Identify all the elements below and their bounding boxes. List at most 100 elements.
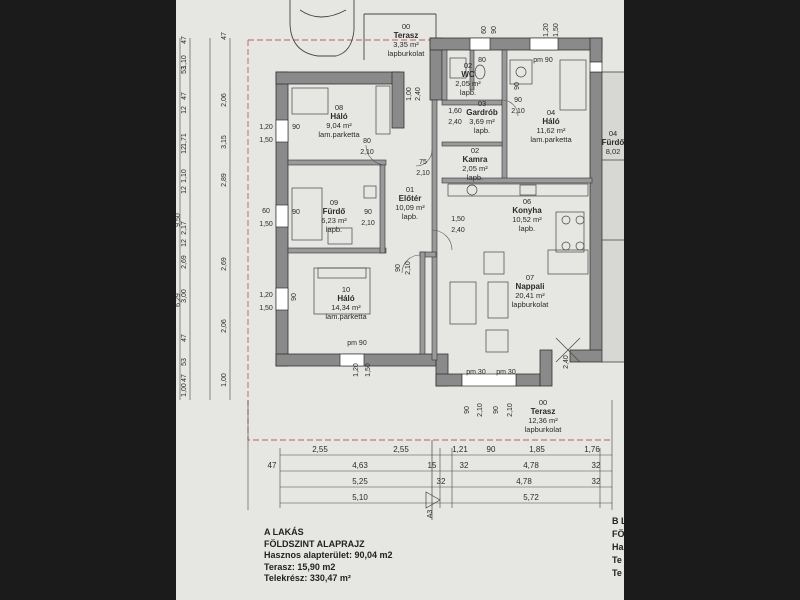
misc-label-15: 90 [493, 406, 500, 414]
left-dim-a-10: 12 [181, 239, 188, 247]
misc-label-8: 90 [292, 209, 300, 216]
dimension-lines-left [179, 38, 231, 400]
room-area-r06: 10,52 m² [512, 215, 542, 224]
title-b-4: Te [612, 555, 622, 565]
title-b-3: Ha [612, 542, 624, 552]
left-dim-a-4: 12 [181, 106, 188, 114]
room-number-r02wc: 02 [464, 61, 472, 70]
dimension-lines-bottom [247, 400, 613, 510]
room-area-r02wc: 2,05 m² [455, 79, 481, 88]
window-dim-bottom-0: 1,50 [259, 137, 273, 144]
room-area-r00t: 3,35 m² [393, 40, 419, 49]
misc-label-1: pm 90 [347, 340, 367, 347]
room-floor-r06: lapb. [519, 224, 535, 233]
misc-label-17: 2,40 [563, 355, 570, 369]
misc-label-18: 80 [478, 57, 486, 64]
left-dim-a-16: 1,00 [181, 383, 188, 397]
left-dim-a-7: 1,10 [181, 169, 188, 183]
door-dim-top-0: 1,60 [448, 108, 462, 115]
door-dim-bottom-1: 2,10 [511, 108, 525, 115]
room-area-r02k: 2,05 m² [462, 164, 488, 173]
exterior-walls [275, 37, 603, 387]
bottom-dim-row3-0: 5,25 [352, 477, 368, 486]
room-number-r01: 01 [406, 185, 414, 194]
left-dim-b-5: 2,06 [221, 319, 228, 333]
room-number-r10: 10 [342, 285, 350, 294]
left-dim-a-15: 47 [181, 374, 188, 382]
bottom-dim-row1-5: 1,76 [584, 445, 600, 454]
room-floor-r09: lapb. [326, 225, 342, 234]
left-dim-a-0: 47 [181, 36, 188, 44]
partial-room-number-0: 04 [609, 129, 617, 138]
room-name-r06: Konyha [512, 206, 542, 215]
left-dim-a-6: 12 [181, 146, 188, 154]
left-dim-a-2: 53 [181, 66, 188, 74]
room-area-r07: 20,41 m² [515, 291, 545, 300]
room-name-r02k: Kamra [463, 155, 488, 164]
left-dim-b-3: 2,89 [221, 173, 228, 187]
room-name-r08: Háló [330, 112, 347, 121]
top-dim-a-0: 60 [481, 26, 488, 34]
bottom-dim-row2-4: 4,78 [523, 461, 539, 470]
room-name-r00b: Terasz [531, 407, 556, 416]
misc-label-2: pm 30 [466, 369, 486, 376]
room-number-r08: 08 [335, 103, 343, 112]
room-area-r10: 14,34 m² [331, 303, 361, 312]
door-dim-bottom-5: 2,40 [451, 227, 465, 234]
left-dim-a-11: 2,69 [181, 255, 188, 269]
misc-label-4: 1,20 [353, 363, 360, 377]
bottom-dim-row1-1: 2,55 [393, 445, 409, 454]
title-block: A LAKÁS FÖLDSZINT ALAPRAJZ Hasznos alapt… [264, 527, 524, 585]
room-number-r09: 09 [330, 198, 338, 207]
title-terrace: Terasz: 15,90 m2 [264, 561, 336, 572]
windows [275, 37, 603, 387]
room-name-r01: Előtér [399, 194, 422, 203]
title-b-5: Te [612, 568, 622, 578]
partial-room-area-0: 8,02 [606, 147, 621, 156]
bed-08 [291, 87, 329, 115]
room-floor-r07: lapburkolat [512, 300, 550, 309]
bottom-dim-row1-3: 90 [487, 445, 496, 454]
room-name-r02wc: WC [461, 70, 475, 79]
title-b-1: B L [612, 516, 624, 526]
left-dim-a-13: 47 [181, 334, 188, 342]
left-dim-a-8: 12 [181, 186, 188, 194]
misc-label-14: 2,10 [477, 403, 484, 417]
room-number-r02k: 02 [471, 146, 479, 155]
title-b-2: FÖ [612, 529, 624, 539]
window-dim-top-2: 1,20 [259, 292, 273, 299]
room-floor-r04: lam.parketta [530, 135, 572, 144]
room-name-r10: Háló [337, 294, 354, 303]
misc-label-16: 2,10 [507, 403, 514, 417]
room-area-r04: 11,62 m² [536, 126, 566, 135]
bathtub [291, 187, 323, 241]
top-dim-b-1: 1,50 [553, 23, 560, 37]
left-dim-a-3: 47 [181, 92, 188, 100]
bottom-dim-row1-4: 1,85 [529, 445, 545, 454]
window-dim-bottom-1: 1,50 [259, 221, 273, 228]
bottom-dim-row2-2: 15 [428, 461, 437, 470]
room-number-r07: 07 [526, 273, 534, 282]
furniture [291, 57, 589, 363]
window-dim-top-1: 60 [262, 208, 270, 215]
room-name-r00t: Terasz [394, 31, 419, 40]
left-dim-a-1: 1,10 [181, 55, 188, 69]
misc-label-10: 90 [292, 124, 300, 131]
bottom-dim-row3-2: 4,78 [516, 477, 532, 486]
room-floor-r00b: lapburkolat [525, 425, 563, 434]
left-dim-b-4: 2,69 [221, 257, 228, 271]
dining-table [555, 211, 585, 253]
dimension-labels: 471,105347121,71121,10122,17122,693,0047… [176, 23, 601, 518]
room-area-r09: 6,23 m² [321, 216, 347, 225]
bottom-dim-row2-1: 4,63 [352, 461, 368, 470]
room-area-r01: 10,09 m² [395, 203, 425, 212]
room-name-r09: Fürdő [323, 207, 346, 216]
misc-label-3: pm 30 [496, 369, 516, 376]
misc-label-9: 90 [291, 293, 298, 301]
door-dim-bottom-4: 2,10 [361, 220, 375, 227]
bottom-dim-row1-2: 1,21 [452, 445, 468, 454]
left-dim-a-5: 1,71 [181, 133, 188, 147]
partial-room-name-0: Fürdő [602, 138, 624, 147]
